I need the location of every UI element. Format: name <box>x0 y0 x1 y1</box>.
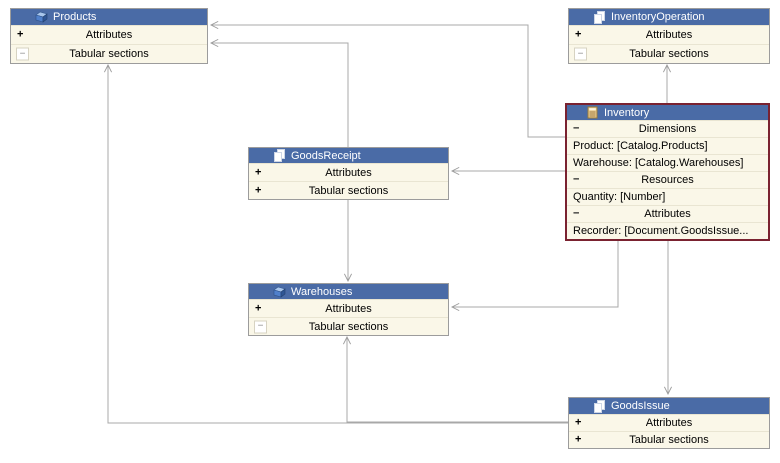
section-row-attributes[interactable]: + Attributes <box>249 163 448 181</box>
section-row-label: Tabular sections <box>629 434 709 446</box>
entity-title: GoodsIssue <box>611 400 670 412</box>
section-row-label: Attributes <box>644 208 691 220</box>
field-label: Recorder: [Document.GoodsIssue... <box>573 225 749 237</box>
section-row-attributes[interactable]: + Attributes <box>569 25 769 44</box>
collapse-icon[interactable]: − <box>574 47 587 61</box>
section-row-label: Attributes <box>325 166 372 179</box>
connector-goodsreceipt-to-products <box>211 43 349 147</box>
expand-icon[interactable]: + <box>255 184 262 196</box>
section-row-label: Tabular sections <box>69 48 149 60</box>
expand-icon[interactable]: + <box>575 416 582 429</box>
section-row-attributes[interactable]: + Attributes <box>569 414 769 431</box>
collapse-icon[interactable]: − <box>573 122 580 135</box>
entity-title: InventoryOperation <box>611 11 705 23</box>
section-row-attributes[interactable]: + Attributes <box>11 25 207 44</box>
field-row-quantity[interactable]: Quantity: [Number] <box>567 188 768 205</box>
collapse-icon[interactable]: − <box>254 320 267 333</box>
entity-title: Products <box>53 11 97 23</box>
entity-header-inventory[interactable]: Inventory <box>567 105 768 120</box>
entity-box-inventoryoperation[interactable]: InventoryOperation + Attributes − Tabula… <box>568 8 770 64</box>
entity-header-goodsreceipt[interactable]: GoodsReceipt <box>249 148 448 163</box>
section-row-dimensions[interactable]: − Dimensions <box>567 120 768 137</box>
entity-box-goodsissue[interactable]: GoodsIssue + Attributes + Tabular sectio… <box>568 397 770 449</box>
section-row-tabular-sections[interactable]: − Tabular sections <box>569 44 769 63</box>
entity-title: Warehouses <box>291 285 353 298</box>
expand-icon[interactable]: + <box>255 166 262 178</box>
expand-icon[interactable]: + <box>575 28 582 41</box>
connector-goodsissue-to-warehouses <box>347 337 568 423</box>
catalog-icon <box>35 11 48 23</box>
section-row-label: Tabular sections <box>308 320 389 333</box>
document-icon <box>593 10 606 24</box>
entity-box-goodsreceipt[interactable]: GoodsReceipt + Attributes + Tabular sect… <box>248 147 449 200</box>
document-icon <box>593 399 606 413</box>
field-row-warehouse[interactable]: Warehouse: [Catalog.Warehouses] <box>567 154 768 171</box>
collapse-icon[interactable]: − <box>573 207 580 220</box>
entity-box-products[interactable]: Products + Attributes − Tabular sections <box>10 8 208 64</box>
field-row-recorder[interactable]: Recorder: [Document.GoodsIssue... <box>567 222 768 239</box>
field-row-product[interactable]: Product: [Catalog.Products] <box>567 137 768 154</box>
field-label: Quantity: [Number] <box>573 191 666 203</box>
entity-box-warehouses[interactable]: Warehouses + Attributes − Tabular sectio… <box>248 283 449 336</box>
expand-icon[interactable]: + <box>575 433 582 446</box>
expand-icon[interactable]: + <box>255 302 262 314</box>
register-icon <box>587 106 599 119</box>
section-row-tabular-sections[interactable]: − Tabular sections <box>249 317 448 335</box>
catalog-icon <box>273 286 286 298</box>
entity-header-products[interactable]: Products <box>11 9 207 25</box>
entity-header-warehouses[interactable]: Warehouses <box>249 284 448 299</box>
section-row-resources[interactable]: − Resources <box>567 171 768 188</box>
connector-goodsissue-to-products <box>108 65 568 424</box>
field-label: Warehouse: [Catalog.Warehouses] <box>573 157 744 169</box>
section-row-label: Attributes <box>85 29 133 41</box>
entity-header-inventoryoperation[interactable]: InventoryOperation <box>569 9 769 25</box>
field-label: Product: [Catalog.Products] <box>573 140 708 152</box>
entity-title: GoodsReceipt <box>291 149 361 162</box>
section-row-label: Attributes <box>645 29 693 41</box>
connector-inventory-to-warehouses <box>452 241 619 307</box>
section-row-label: Resources <box>641 174 694 186</box>
section-row-label: Attributes <box>325 302 372 315</box>
entity-title: Inventory <box>604 106 650 119</box>
section-row-label: Tabular sections <box>629 48 709 60</box>
entity-header-goodsissue[interactable]: GoodsIssue <box>569 398 769 414</box>
section-row-tabular-sections[interactable]: + Tabular sections <box>569 431 769 448</box>
section-row-label: Dimensions <box>638 123 697 135</box>
collapse-icon[interactable]: − <box>16 47 29 61</box>
section-row-tabular-sections[interactable]: − Tabular sections <box>11 44 207 63</box>
section-row-attributes[interactable]: + Attributes <box>249 299 448 317</box>
section-row-attributes[interactable]: − Attributes <box>567 205 768 222</box>
section-row-label: Tabular sections <box>308 184 389 197</box>
section-row-tabular-sections[interactable]: + Tabular sections <box>249 181 448 199</box>
connector-inventory-to-products <box>211 25 567 138</box>
entity-box-inventory[interactable]: Inventory − Dimensions Product: [Catalog… <box>565 103 770 241</box>
expand-icon[interactable]: + <box>17 28 24 41</box>
section-row-label: Attributes <box>645 417 693 429</box>
collapse-icon[interactable]: − <box>573 173 580 186</box>
document-icon <box>273 149 286 162</box>
